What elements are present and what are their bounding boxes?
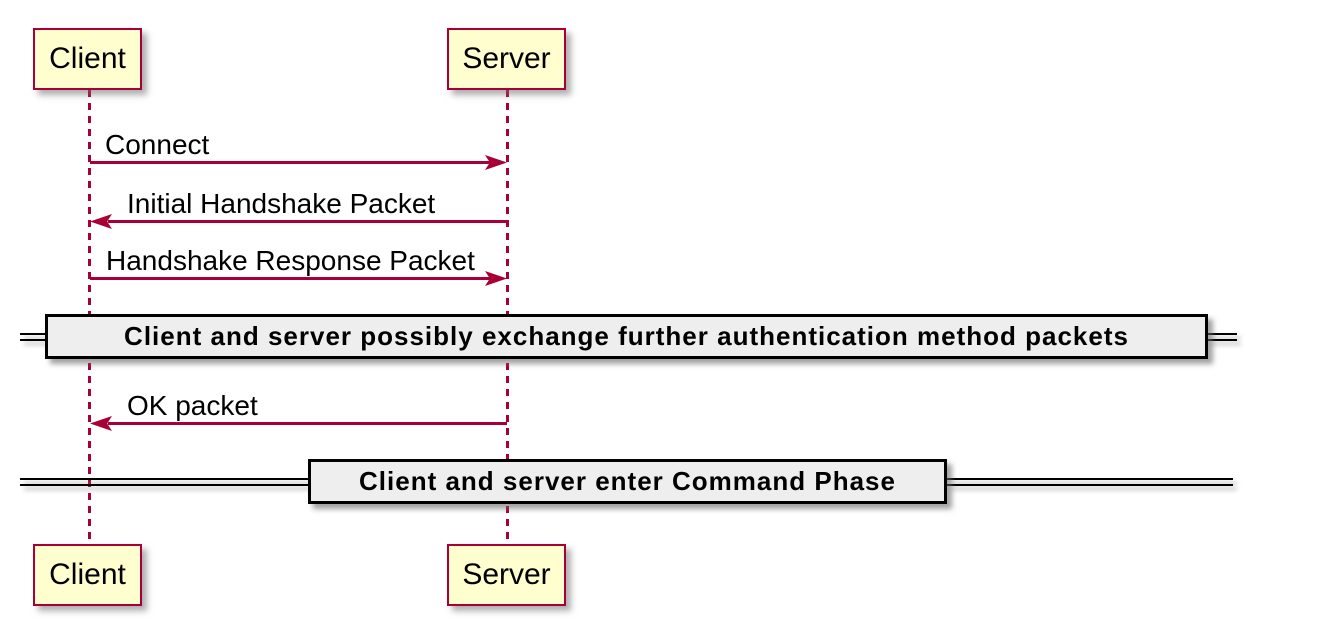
participant-box-client-top: Client (33, 28, 142, 90)
participant-box-server-bottom: Server (447, 544, 566, 606)
divider-label: Client and server enter Command Phase (359, 466, 896, 496)
message-label-ok-packet: OK packet (127, 390, 258, 421)
participant-label-server: Server (462, 42, 551, 75)
participant-label-client: Client (49, 42, 126, 75)
divider-line-left (20, 333, 46, 341)
divider-label: Client and server possibly exchange furt… (124, 321, 1129, 351)
divider-auth-packets: Client and server possibly exchange furt… (45, 314, 1208, 359)
message-line-ok-packet (108, 422, 507, 425)
message-label-connect: Connect (105, 129, 210, 160)
participant-box-client-bottom: Client (33, 544, 142, 606)
message-label-handshake-response: Handshake Response Packet (106, 245, 475, 276)
participant-label-client: Client (49, 558, 126, 591)
divider-line-right (947, 478, 1233, 486)
divider-command-phase: Client and server enter Command Phase (308, 459, 947, 504)
participant-label-server: Server (462, 558, 551, 591)
message-label-initial-handshake: Initial Handshake Packet (127, 188, 436, 219)
participant-box-server-top: Server (447, 28, 566, 90)
message-line-connect (90, 161, 502, 164)
message-line-initial-handshake (108, 220, 507, 223)
message-line-handshake-response (90, 277, 502, 280)
divider-line-right (1207, 333, 1237, 341)
divider-line-left (20, 478, 308, 486)
